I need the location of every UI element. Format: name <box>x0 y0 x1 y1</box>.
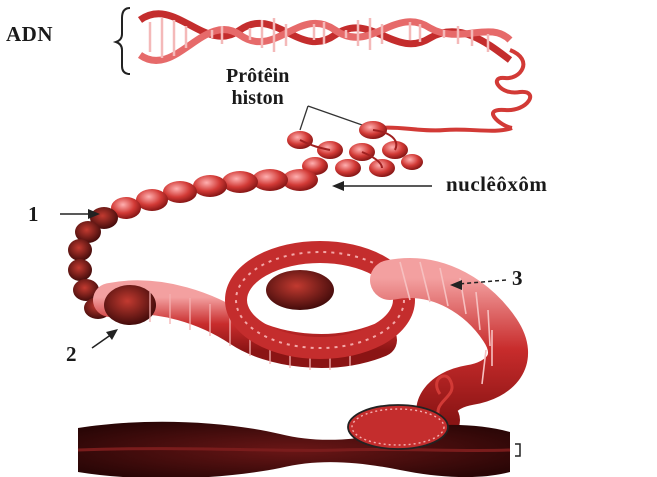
dna-strand-coil <box>493 50 530 128</box>
histone-label-line1: Prôtêin <box>226 65 289 87</box>
nucleosome-arrow <box>332 181 432 191</box>
level-1-label: 1 <box>28 204 39 225</box>
supercoil <box>236 252 508 420</box>
arrow-2 <box>92 329 118 348</box>
nucleosome-label: nuclêôxôm <box>446 174 547 195</box>
level-3-label: 3 <box>512 268 523 289</box>
histon-pointer-lines <box>300 106 365 130</box>
histone-label-line2: histon <box>226 87 289 109</box>
adn-label: ADN <box>6 24 53 45</box>
adn-bracket <box>116 8 130 74</box>
level-2-label: 2 <box>66 344 77 365</box>
histone-protein-label: Prôtêin histon <box>226 65 289 109</box>
dna-double-helix <box>140 14 510 61</box>
